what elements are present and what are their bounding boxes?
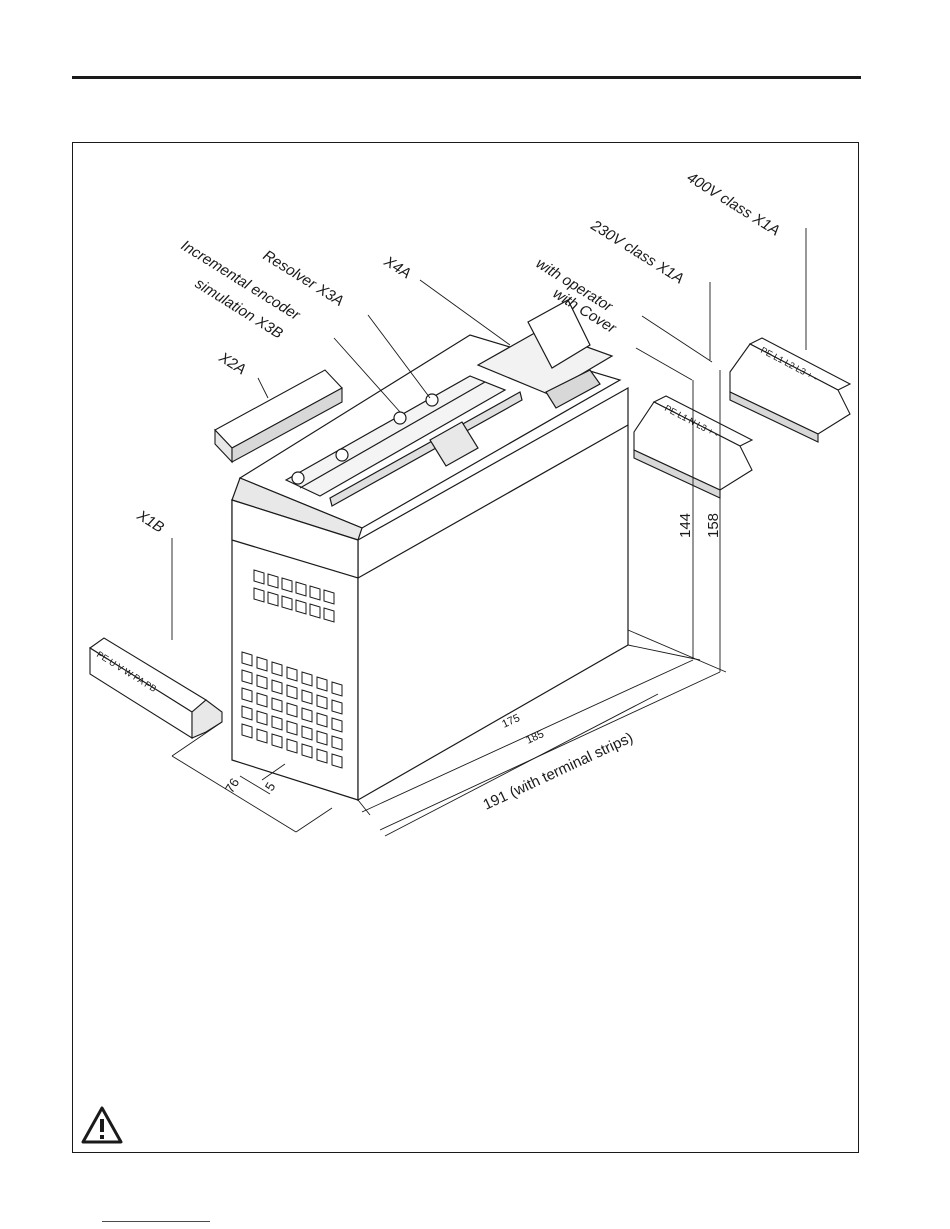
vent-slot	[324, 590, 334, 604]
vent-slot	[296, 582, 306, 596]
vent-slot	[257, 711, 267, 725]
dim-158: 158	[705, 513, 722, 538]
vent-slot	[332, 736, 342, 750]
label-x1a-400: 400V class X1A	[684, 169, 783, 240]
vent-slot	[268, 574, 278, 588]
vent-slot	[242, 724, 252, 738]
vent-slot	[332, 682, 342, 696]
vent-slot	[242, 688, 252, 702]
vent-slot	[332, 718, 342, 732]
vent-slot	[324, 608, 334, 622]
vent-slot	[287, 739, 297, 753]
vent-slot	[302, 672, 312, 686]
dim-144: 144	[677, 513, 694, 538]
vent-slot	[287, 721, 297, 735]
dim-76: 76	[222, 775, 242, 795]
screw-terminal	[336, 449, 348, 461]
vent-slot	[272, 716, 282, 730]
vent-slot	[282, 578, 292, 592]
vent-slot	[332, 754, 342, 768]
footer-link-underline	[102, 1221, 210, 1222]
vent-slot	[254, 588, 264, 602]
warning-triangle-icon	[79, 1104, 125, 1146]
vent-slot	[317, 731, 327, 745]
vent-slot	[242, 706, 252, 720]
vent-slot	[287, 685, 297, 699]
vent-slot	[302, 708, 312, 722]
vent-slot	[310, 604, 320, 618]
vent-slot	[317, 695, 327, 709]
vent-slot	[272, 680, 282, 694]
vent-slot	[302, 690, 312, 704]
vent-slot	[310, 586, 320, 600]
vent-slot	[272, 734, 282, 748]
dim-5: 5	[262, 780, 279, 794]
vent-slot	[317, 749, 327, 763]
dim-191: 191 (with terminal strips)	[481, 729, 636, 813]
vent-slot	[257, 675, 267, 689]
screw-terminal	[394, 412, 406, 424]
vent-slot	[254, 570, 264, 584]
vent-slot	[257, 657, 267, 671]
vent-slot	[302, 744, 312, 758]
vent-slot	[268, 592, 278, 606]
vent-slot	[296, 600, 306, 614]
vent-slot	[257, 729, 267, 743]
vent-slot	[302, 726, 312, 740]
vent-slot	[287, 667, 297, 681]
dim-185: 185	[524, 728, 546, 747]
vent-slot	[282, 596, 292, 610]
vent-slot	[287, 703, 297, 717]
vent-slot	[242, 652, 252, 666]
label-x1b: X1B	[133, 506, 167, 536]
label-x1a-230: 230V class X1A	[587, 216, 687, 287]
vent-slot	[242, 670, 252, 684]
vent-slot	[317, 677, 327, 691]
vent-slot	[317, 713, 327, 727]
vent-slot	[272, 662, 282, 676]
screw-terminal	[292, 472, 304, 484]
vent-slot	[257, 693, 267, 707]
vent-slot	[332, 700, 342, 714]
label-x4a: X4A	[380, 252, 414, 282]
vent-slot	[272, 698, 282, 712]
label-x2a: X2A	[215, 348, 249, 378]
